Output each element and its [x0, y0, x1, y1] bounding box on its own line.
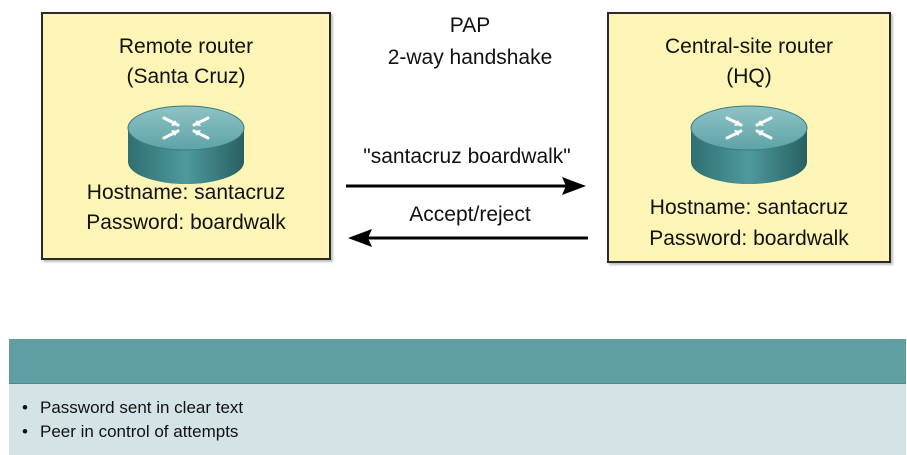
bullet-dot-icon: •: [22, 422, 28, 441]
arrow-right-icon: [346, 177, 586, 195]
remote-router-location: (Santa Cruz): [126, 65, 246, 88]
bullet-item: • Peer in control of attempts: [9, 420, 906, 444]
bullet-text: Peer in control of attempts: [40, 422, 239, 441]
info-panel: • Password sent in clear text • Peer in co…: [9, 339, 906, 455]
remote-hostname: Hostname: santacruz: [86, 181, 286, 204]
protocol-title: PAP: [449, 14, 491, 37]
remote-router-box: Remote router (Santa Cruz) Hostname: san…: [41, 12, 331, 260]
info-panel-header: [9, 339, 906, 383]
central-router-box: Central-site router (HQ) Hostname: santa…: [607, 12, 891, 263]
arrow-left-icon: [348, 229, 588, 247]
bullet-dot-icon: •: [22, 398, 28, 417]
central-password: Password: boardwalk: [649, 227, 849, 250]
bullet-item: • Password sent in clear text: [9, 396, 906, 420]
protocol-subtitle: 2-way handshake: [387, 46, 553, 69]
remote-router-title: Remote router: [118, 35, 254, 58]
router-icon: [127, 105, 245, 184]
router-icon: [690, 105, 808, 184]
central-hostname: Hostname: santacruz: [649, 196, 849, 219]
reply-message-label: Accept/reject: [409, 203, 531, 226]
bullet-text: Password sent in clear text: [40, 398, 244, 417]
send-message-label: "santacruz boardwalk": [363, 145, 571, 168]
central-router-location: (HQ): [726, 65, 772, 88]
remote-password: Password: boardwalk: [86, 211, 286, 234]
info-panel-body: • Password sent in clear text • Peer in co…: [9, 383, 906, 455]
central-router-title: Central-site router: [664, 35, 834, 58]
